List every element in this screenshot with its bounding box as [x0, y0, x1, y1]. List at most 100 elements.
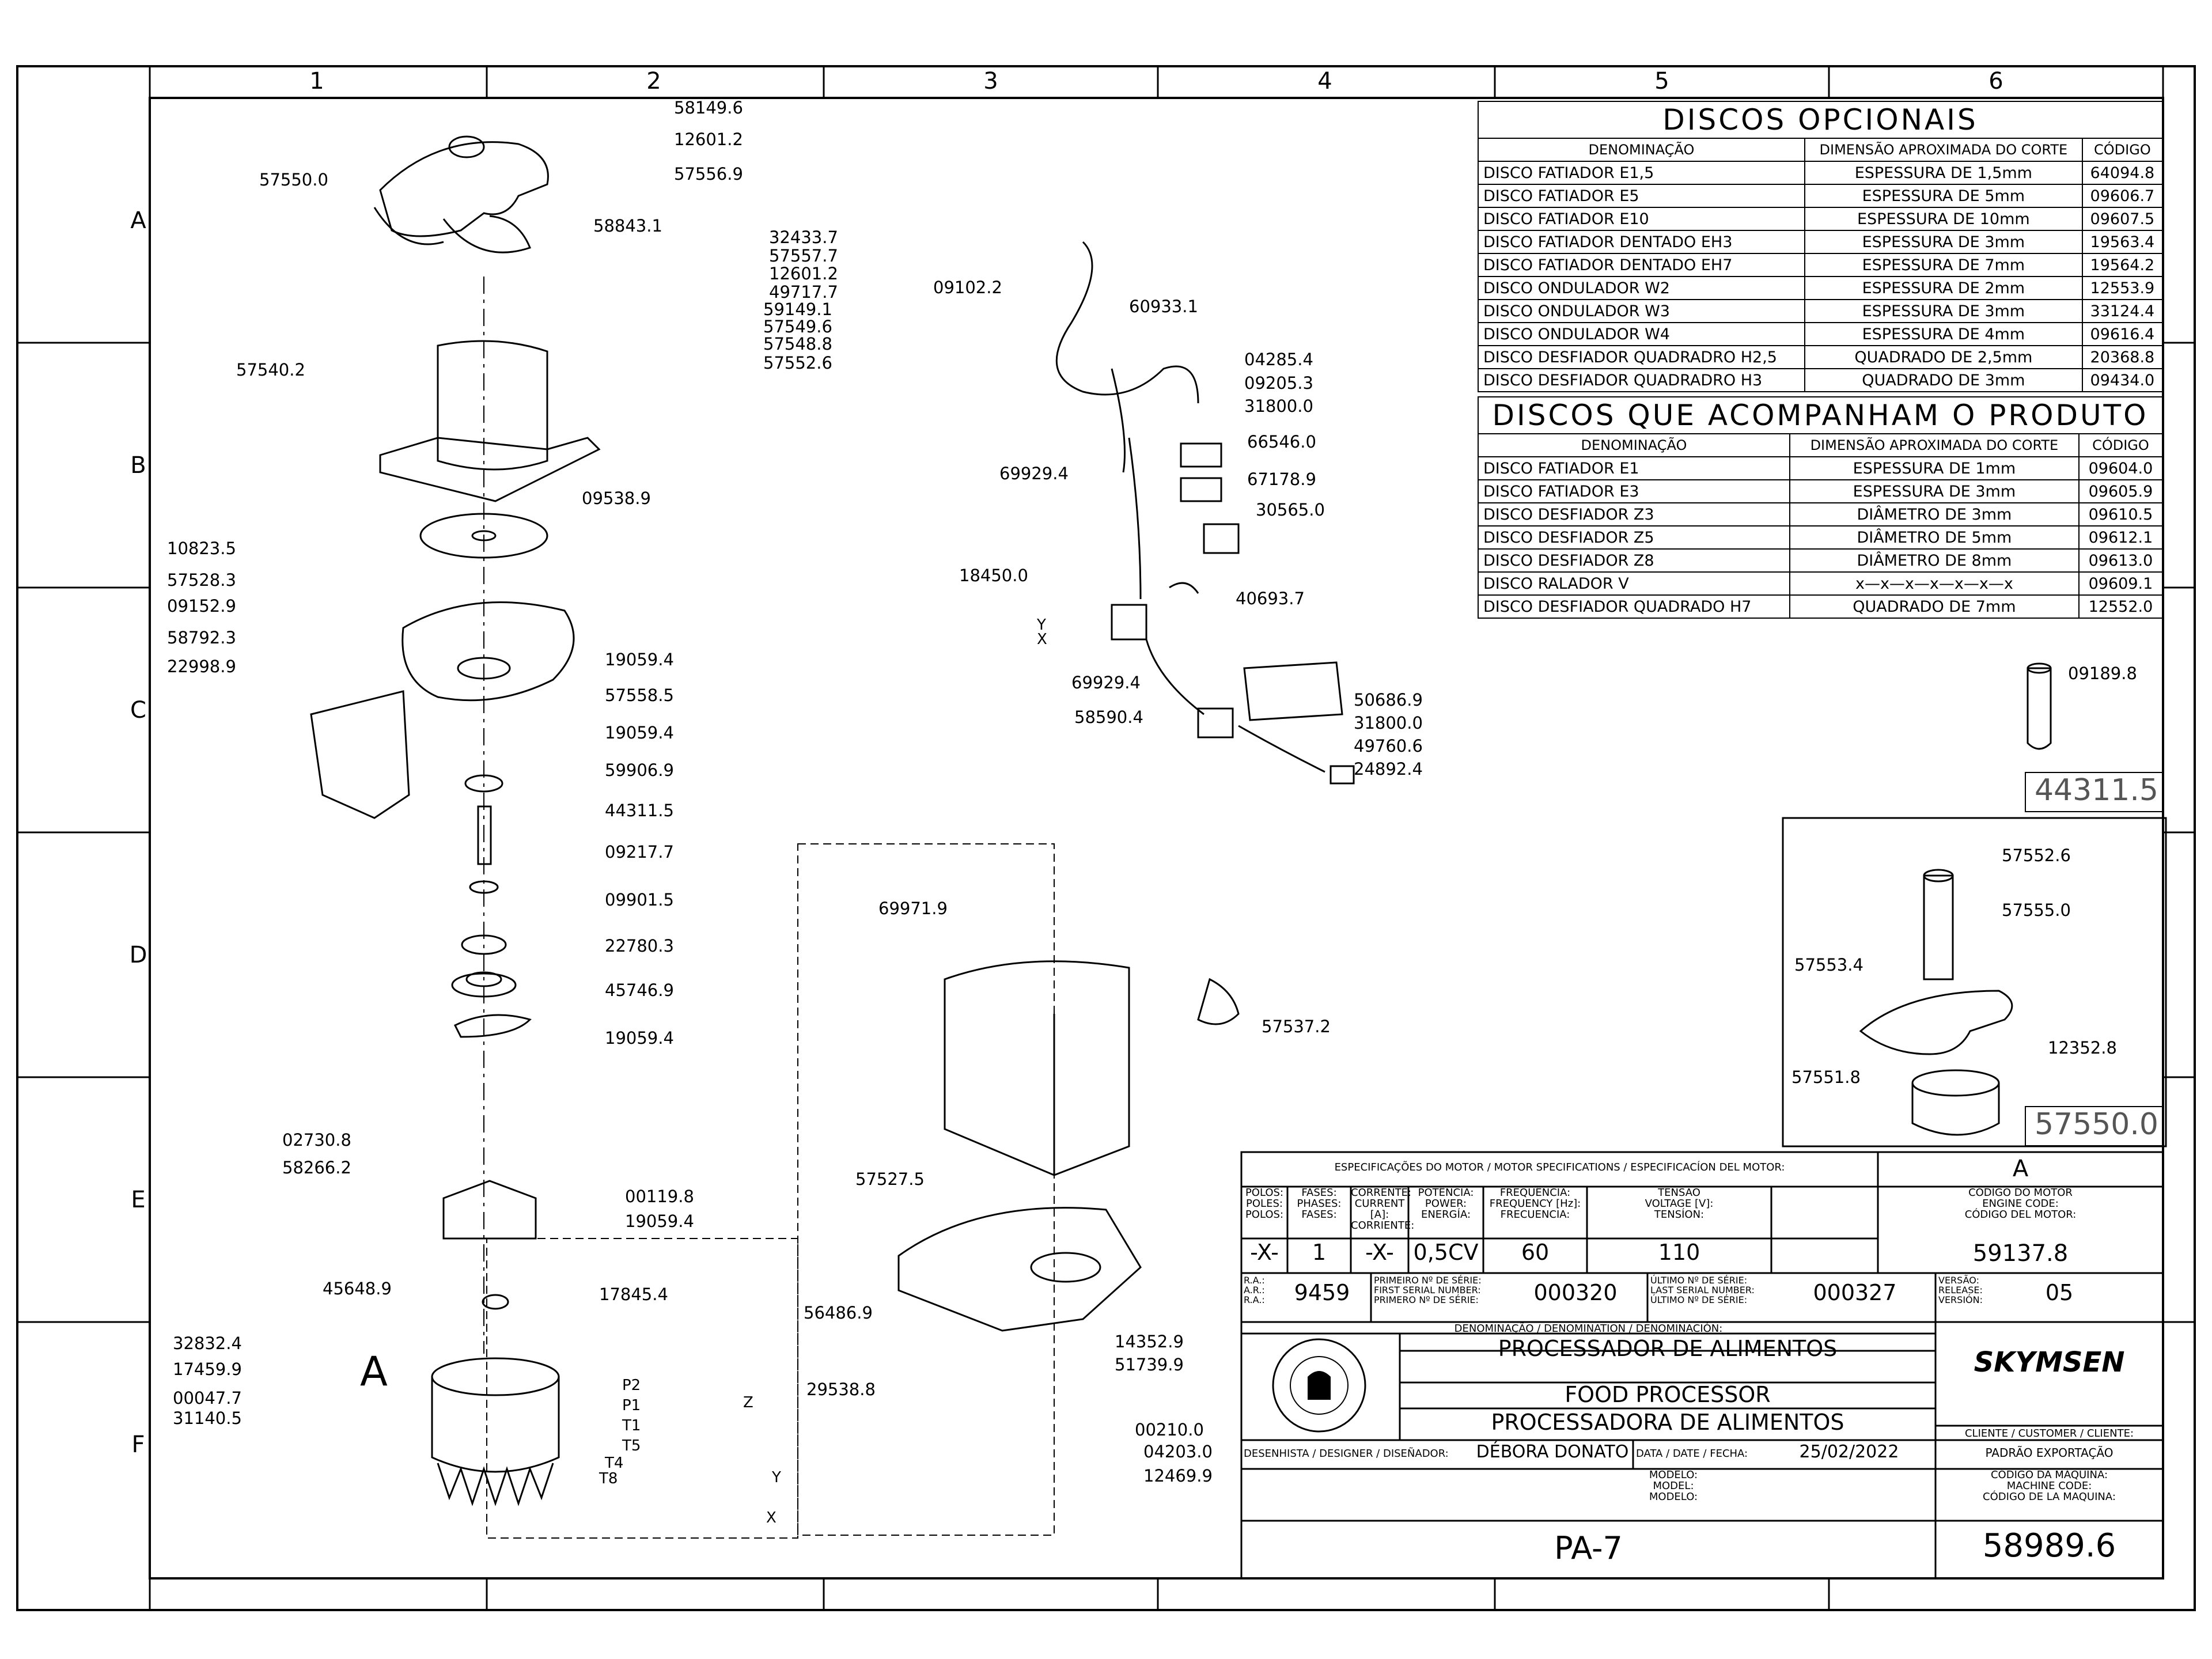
date-label: DATA / DATE / FECHA: — [1636, 1448, 1748, 1460]
cell-code: 09434.0 — [2081, 368, 2164, 392]
product-name-pt: PROCESSADOR DE ALIMENTOS — [1498, 1336, 1838, 1361]
grid-col-4: 4 — [1317, 68, 1332, 94]
cell-code: 19563.4 — [2081, 230, 2164, 254]
grid-row-e: E — [131, 1187, 146, 1213]
cell-denomination: DISCO FATIADOR E1,5 — [1478, 161, 1805, 185]
cell-denomination: DISCO FATIADOR E1 — [1478, 456, 1790, 480]
cell-code: 09610.5 — [2078, 502, 2164, 527]
cell-denomination: DISCO ONDULADOR W2 — [1478, 276, 1805, 300]
part-number-label: 57555.0 — [2002, 900, 2071, 920]
part-number-label: 12469.9 — [1143, 1466, 1213, 1486]
brand-logo: SKYMSEN — [1974, 1346, 2125, 1378]
first-serial-value: 000320 — [1533, 1280, 1618, 1305]
cell-dimension: ESPESSURA DE 1,5mm — [1804, 161, 2083, 185]
electrical-drawing — [1055, 241, 1355, 785]
part-number-label: 09205.3 — [1244, 373, 1313, 393]
part-number-label: 51739.9 — [1115, 1355, 1184, 1374]
part-number-label: 17845.4 — [599, 1285, 668, 1304]
detail-label-57550: 57550.0 — [2025, 1106, 2163, 1146]
detail-marker-a: A — [360, 1348, 388, 1395]
cell-dimension: x—x—x—x—x—x—x — [1789, 571, 2080, 596]
part-number-label: 57557.7 — [769, 246, 838, 266]
part-number-label: T5 — [622, 1437, 641, 1455]
cell-dimension: ESPESSURA DE 3mm — [1804, 230, 2083, 254]
cell-denomination: DISCO ONDULADOR W4 — [1478, 322, 1805, 346]
part-number-label: Z — [743, 1394, 753, 1411]
part-number-label: 66546.0 — [1247, 432, 1316, 452]
part-number-label: 49760.6 — [1354, 736, 1423, 756]
cell-denomination: DISCO DESFIADOR QUADRADO H7 — [1478, 594, 1790, 619]
part-number-label: 44311.5 — [605, 801, 674, 820]
part-number-label: 09901.5 — [605, 890, 674, 910]
part-number-label: 58843.1 — [593, 216, 662, 236]
outer-frame — [16, 65, 2196, 1611]
part-number-label: 58792.3 — [167, 628, 236, 647]
product-name-en: FOOD PROCESSOR — [1565, 1382, 1771, 1407]
part-number-label: 04203.0 — [1143, 1442, 1213, 1461]
part-number-label: 57537.2 — [1262, 1017, 1331, 1036]
optional-discs-table: DISCOS OPCIONAIS DENOMINAÇÃO DIMENSÃO AP… — [1478, 101, 2164, 392]
version-label: VERSÃO: RELEASE: VERSIÓN: — [1938, 1275, 1983, 1305]
cell-code: 20368.8 — [2081, 345, 2164, 369]
date-value: 25/02/2022 — [1799, 1442, 1899, 1462]
model-label: MODELO: MODEL: MODELO: — [1649, 1469, 1698, 1503]
part-number-label: 59906.9 — [605, 760, 674, 780]
part-number-label: 09152.9 — [167, 596, 236, 616]
client-value: PADRÃO EXPORTAÇÃO — [1985, 1446, 2113, 1460]
product-name-es: PROCESSADORA DE ALIMENTOS — [1491, 1410, 1844, 1435]
cell-dimension: ESPESSURA DE 1mm — [1789, 456, 2080, 480]
part-number-label: T1 — [622, 1417, 641, 1434]
part-number-label: P1 — [622, 1397, 641, 1414]
motor-dashed-box — [486, 1238, 798, 1539]
model-value: PA-7 — [1554, 1530, 1623, 1566]
col-header-denomination: DENOMINAÇÃO — [1478, 138, 1805, 162]
cell-dimension: DIÂMETRO DE 5mm — [1789, 525, 2080, 550]
cell-denomination: DISCO DESFIADOR QUADRADRO H2,5 — [1478, 345, 1805, 369]
cell-code: 64094.8 — [2081, 161, 2164, 185]
part-number-label: 58266.2 — [282, 1158, 351, 1177]
designer-name: DÉBORA DONATO — [1476, 1442, 1629, 1462]
part-number-label: 19059.4 — [605, 650, 674, 669]
cell-dimension: ESPESSURA DE 4mm — [1804, 322, 2083, 346]
cell-denomination: DISCO DESFIADOR Z3 — [1478, 502, 1790, 527]
cell-code: 09613.0 — [2078, 548, 2164, 573]
part-number-label: 45746.9 — [605, 980, 674, 1000]
col-header-dimension: DIMENSÃO APROXIMADA DO CORTE — [1804, 138, 2083, 162]
cell-denomination: DISCO DESFIADOR Z5 — [1478, 525, 1790, 550]
col-header-code: CÓDIGO — [2081, 138, 2164, 162]
version-value: 05 — [2045, 1280, 2074, 1305]
machine-code-value: 58989.6 — [1982, 1527, 2116, 1565]
phases-value: 1 — [1312, 1240, 1327, 1265]
cell-code: 12552.0 — [2078, 594, 2164, 619]
column-ticks — [17, 66, 2195, 1610]
part-number-label: 57527.5 — [855, 1169, 925, 1189]
power-label: POTÊNCIA: POWER: ENERGÍA: — [1418, 1187, 1474, 1221]
part-number-label: 57552.6 — [2002, 846, 2071, 865]
detail-box — [1782, 817, 2167, 1147]
part-number-label: 09102.2 — [933, 278, 1002, 297]
part-number-label: 19059.4 — [605, 723, 674, 743]
cell-dimension: ESPESSURA DE 3mm — [1804, 299, 2083, 323]
part-number-label: 09538.9 — [582, 488, 651, 508]
voltage-value: 110 — [1658, 1240, 1700, 1265]
part-number-label: 57528.3 — [167, 570, 236, 590]
optional-discs-title: DISCOS OPCIONAIS — [1478, 101, 2163, 139]
part-number-label: 57552.6 — [763, 353, 832, 373]
cell-denomination: DISCO FATIADOR E5 — [1478, 184, 1805, 208]
part-number-label: 30565.0 — [1256, 500, 1325, 520]
part-number-label: 12601.2 — [674, 130, 743, 149]
part-number-label: 31800.0 — [1354, 713, 1423, 733]
part-number-label: 45648.9 — [323, 1279, 392, 1298]
col-header-code: CÓDIGO — [2078, 433, 2164, 457]
part-number-label: 09217.7 — [605, 842, 674, 862]
housing-dashed-box — [797, 843, 1055, 1536]
part-number-label: 57549.6 — [763, 317, 832, 336]
client-label: CLIENTE / CUSTOMER / CLIENTE: — [1964, 1427, 2134, 1440]
